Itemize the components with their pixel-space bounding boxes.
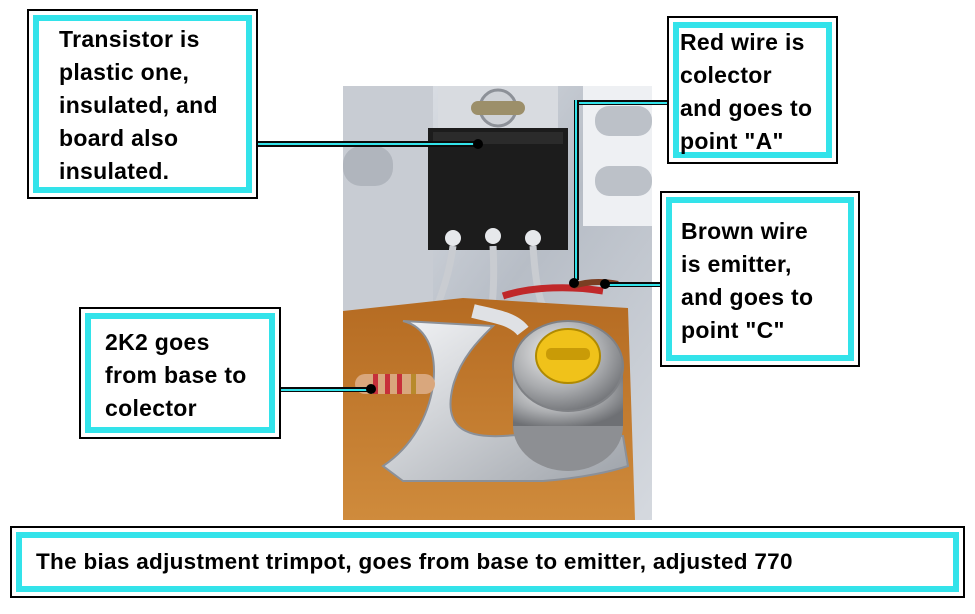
transistor-callout-text: Transistor is plastic one, insulated, an… (59, 26, 218, 184)
resistor-point-marker (366, 384, 376, 394)
resistor-callout: 2K2 goes from base to colector (79, 307, 281, 439)
trimpot-callout: The bias adjustment trimpot, goes from b… (10, 526, 965, 598)
brown-wire-point-marker (600, 279, 610, 289)
transistor-callout: Transistor is plastic one, insulated, an… (27, 9, 258, 199)
transistor-leader (256, 141, 480, 147)
red-wire-callout: Red wire is colector and goes to point "… (667, 16, 838, 164)
circuit-board-photo (343, 86, 652, 520)
brown-wire-callout: Brown wire is emitter, and goes to point… (660, 191, 860, 367)
brown-wire-callout-text: Brown wire is emitter, and goes to point… (681, 218, 814, 343)
brown-wire-leader (604, 282, 662, 287)
red-wire-leader (574, 100, 669, 105)
trimpot-callout-text: The bias adjustment trimpot, goes from b… (36, 549, 793, 574)
red-wire-callout-text: Red wire is colector and goes to point "… (680, 29, 813, 154)
red-wire-point-marker (569, 278, 579, 288)
red-wire-leader-vertical (574, 100, 579, 280)
transistor-point-marker (473, 139, 483, 149)
resistor-callout-text: 2K2 goes from base to colector (105, 329, 247, 421)
resistor-leader (279, 387, 371, 392)
